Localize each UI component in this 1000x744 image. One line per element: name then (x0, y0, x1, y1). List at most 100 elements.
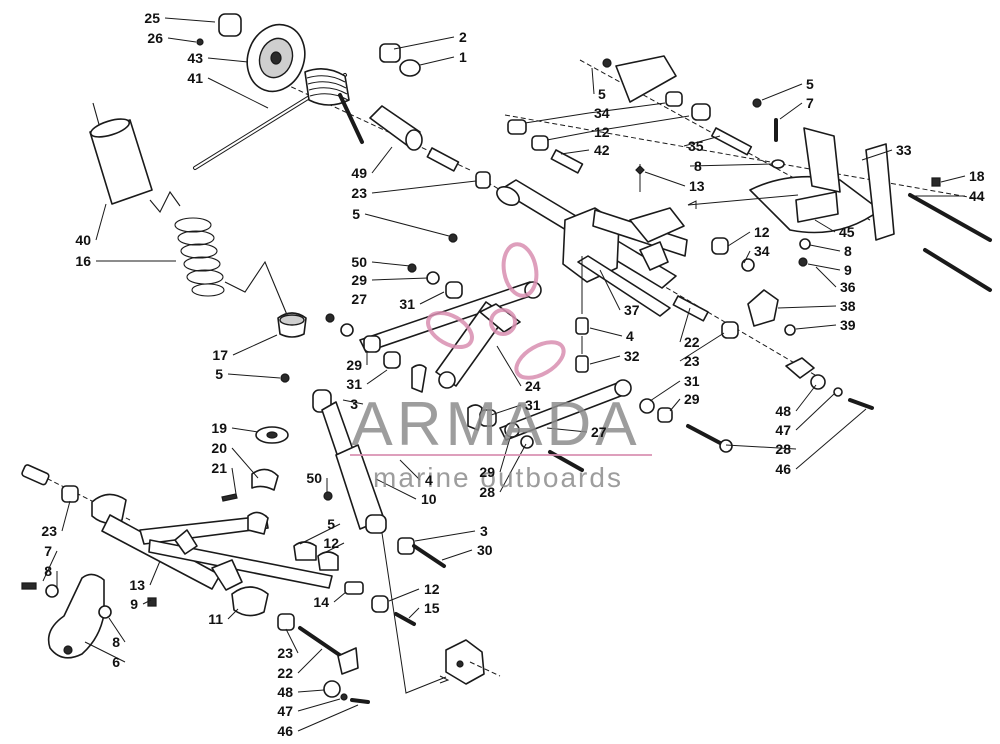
washer-1 (399, 59, 421, 77)
callout-23: 23 (277, 645, 293, 661)
watermark-brand: ARMADA (351, 390, 640, 459)
callout-29: 29 (479, 464, 495, 480)
callout-36: 36 (840, 279, 856, 295)
callout-50: 50 (351, 254, 367, 270)
callout-31: 31 (399, 296, 415, 312)
callout-30: 30 (477, 542, 493, 558)
callout-12: 12 (323, 535, 339, 551)
callout-28: 28 (479, 484, 495, 500)
idler-wheel-bore (270, 51, 282, 65)
callout-38: 38 (840, 298, 856, 314)
callout-7: 7 (806, 95, 814, 111)
callout-23: 23 (41, 523, 57, 539)
callout-49: 49 (351, 165, 367, 181)
callout-40: 40 (75, 232, 91, 248)
callout-6: 6 (112, 654, 120, 670)
watermark-tagline: marine outboards (373, 462, 623, 493)
callout-31: 31 (525, 397, 541, 413)
upper-rear-bracket (507, 55, 785, 175)
lower-front-hardware (277, 581, 416, 704)
callout-4: 4 (626, 328, 634, 344)
nut-26 (196, 38, 204, 46)
callout-10: 10 (421, 491, 437, 507)
shock-mount-parts (221, 312, 332, 502)
callout-29: 29 (351, 272, 367, 288)
armada-watermark: ARMADA marine outboards (350, 242, 652, 493)
callout-43: 43 (187, 50, 203, 66)
callout-28: 28 (775, 441, 791, 457)
callout-15: 15 (424, 600, 440, 616)
rear-shock-10 (321, 401, 446, 568)
callout-7: 7 (44, 543, 52, 559)
callout-12: 12 (594, 124, 610, 140)
torsion-spring (304, 68, 364, 144)
callout-5: 5 (352, 206, 360, 222)
callout-16: 16 (75, 253, 91, 269)
callout-9: 9 (844, 262, 852, 278)
callout-29: 29 (684, 391, 700, 407)
callout-21: 21 (211, 460, 227, 476)
callout-14: 14 (313, 594, 329, 610)
callout-48: 48 (277, 684, 293, 700)
callout-13: 13 (689, 178, 705, 194)
bushing-2 (379, 43, 401, 63)
callout-18: 18 (969, 168, 985, 184)
callout-5: 5 (598, 86, 606, 102)
callout-13: 13 (129, 577, 145, 593)
callout-19: 19 (211, 420, 227, 436)
callout-47: 47 (775, 422, 791, 438)
front-arm-assembly (21, 464, 339, 659)
callout-23: 23 (684, 353, 700, 369)
callout-31: 31 (684, 373, 700, 389)
callout-5: 5 (215, 366, 223, 382)
rear-slide-bracket (687, 127, 992, 292)
callout-12: 12 (424, 581, 440, 597)
armada-propeller-logo (426, 242, 566, 380)
callout-5: 5 (806, 76, 814, 92)
callout-34: 34 (594, 105, 610, 121)
callout-3: 3 (480, 523, 488, 539)
leader-lines (42, 17, 966, 732)
callout-9: 9 (130, 596, 138, 612)
rear-arm-37 (496, 164, 755, 317)
spacer-25 (218, 13, 242, 37)
callout-8: 8 (844, 243, 852, 259)
callout-22: 22 (684, 334, 700, 350)
callout-27: 27 (351, 291, 367, 307)
callout-2: 2 (459, 29, 467, 45)
callout-4: 4 (425, 472, 433, 488)
callout-45: 45 (839, 224, 855, 240)
callout-46: 46 (277, 723, 293, 739)
callout-20: 20 (211, 440, 227, 456)
callout-1: 1 (459, 49, 467, 65)
callout-24: 24 (525, 378, 541, 394)
callout-26: 26 (147, 30, 163, 46)
callout-39: 39 (840, 317, 856, 333)
callout-8: 8 (44, 563, 52, 579)
callout-3: 3 (350, 396, 358, 412)
callout-34: 34 (754, 243, 770, 259)
callout-5: 5 (327, 516, 335, 532)
callout-37: 37 (624, 302, 640, 318)
callout-12: 12 (754, 224, 770, 240)
callout-29: 29 (346, 357, 362, 373)
callout-42: 42 (594, 142, 610, 158)
callout-31: 31 (346, 376, 362, 392)
callout-46: 46 (775, 461, 791, 477)
callout-23: 23 (351, 185, 367, 201)
callout-11: 11 (208, 611, 223, 627)
callout-22: 22 (277, 665, 293, 681)
callout-17: 17 (212, 347, 228, 363)
callout-33: 33 (896, 142, 912, 158)
shock-absorber (89, 102, 181, 213)
callout-41: 41 (187, 70, 203, 86)
callout-50: 50 (306, 470, 322, 486)
lower-rear-hardware (672, 289, 874, 410)
callout-35: 35 (688, 138, 704, 154)
coil-spring-16 (174, 217, 291, 323)
callout-8: 8 (112, 634, 120, 650)
upper-shaft-parts (369, 105, 491, 189)
